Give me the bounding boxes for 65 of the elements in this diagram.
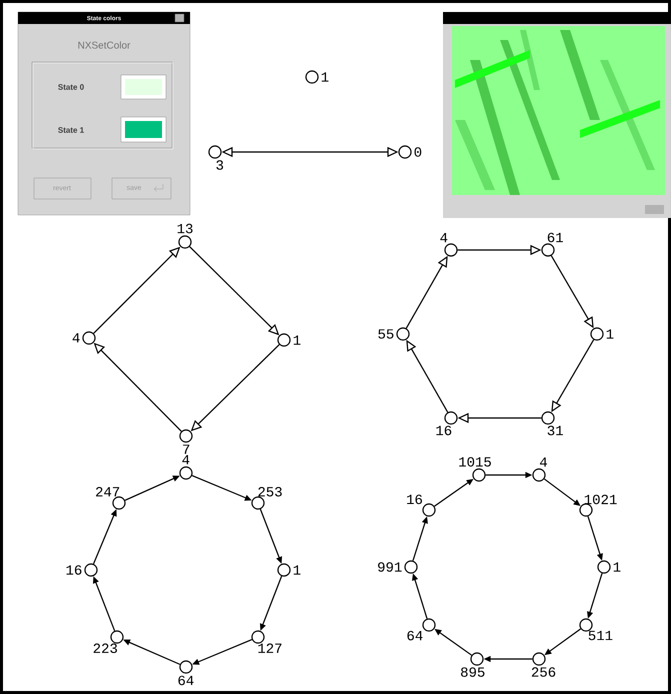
state-circle <box>440 233 458 257</box>
state-circle <box>251 487 282 510</box>
node-label: 16 <box>436 426 452 436</box>
node-label: 4 <box>72 333 80 342</box>
node-label: 247 <box>96 487 120 496</box>
node-label: 7 <box>183 444 190 454</box>
state-circle <box>96 487 126 510</box>
state-circle <box>459 457 491 482</box>
state-circle <box>178 660 194 686</box>
state-circle <box>532 457 547 482</box>
state-circle <box>461 652 484 677</box>
node-label: 1 <box>322 72 328 82</box>
state-circle <box>179 429 193 454</box>
state-circle <box>94 630 124 654</box>
node-label: 127 <box>258 644 282 653</box>
state-circle <box>277 563 300 577</box>
state-circle <box>407 494 436 517</box>
state-circle <box>72 331 96 345</box>
state-circle <box>541 411 563 436</box>
node-label: 511 <box>588 630 612 640</box>
node-label: 256 <box>532 667 556 677</box>
state-circle <box>178 224 192 249</box>
node-label: 31 <box>548 426 563 436</box>
node-label: 0 <box>414 147 422 157</box>
node-label: 4 <box>440 233 448 242</box>
node-label: 16 <box>66 565 82 575</box>
state-circle <box>579 494 617 517</box>
node-label: 3 <box>216 160 224 170</box>
node-label: 1015 <box>459 457 491 467</box>
state-circle <box>579 618 612 640</box>
node-label: 61 <box>548 232 563 242</box>
state-circle <box>305 70 328 84</box>
node-label: 64 <box>178 676 194 686</box>
node-label: 55 <box>378 329 394 339</box>
state-circle <box>378 327 410 341</box>
node-label: 223 <box>94 644 117 654</box>
heading: NXSetColor <box>78 41 130 49</box>
state-circle <box>208 145 224 170</box>
state-circle <box>532 652 556 677</box>
state-circle <box>541 232 563 257</box>
state-circle <box>378 560 418 574</box>
node-label: 1 <box>294 336 300 345</box>
node-label: 253 <box>258 487 282 496</box>
field-label: State 1 <box>58 127 84 133</box>
field-label: State 0 <box>58 84 84 90</box>
node-label: 1 <box>606 329 614 339</box>
state-circle <box>398 145 422 159</box>
state-circle <box>590 327 614 341</box>
node-label: 64 <box>407 630 423 640</box>
node-label: 1 <box>614 562 620 572</box>
state-circle <box>436 411 458 436</box>
state-circle <box>251 630 282 653</box>
node-label: 1 <box>294 565 300 575</box>
node-label: 1021 <box>584 494 617 504</box>
node-label: 13 <box>178 224 192 234</box>
state-circle <box>597 560 620 574</box>
node-label: 895 <box>461 667 484 677</box>
state-circle <box>66 563 98 577</box>
node-label: 4 <box>182 455 190 464</box>
node-label: 991 <box>378 562 402 572</box>
node-label: 4 <box>540 457 547 467</box>
state-circle <box>277 333 300 347</box>
node-label: 16 <box>407 494 422 504</box>
state-circle <box>179 455 193 480</box>
state-circle <box>407 618 436 640</box>
